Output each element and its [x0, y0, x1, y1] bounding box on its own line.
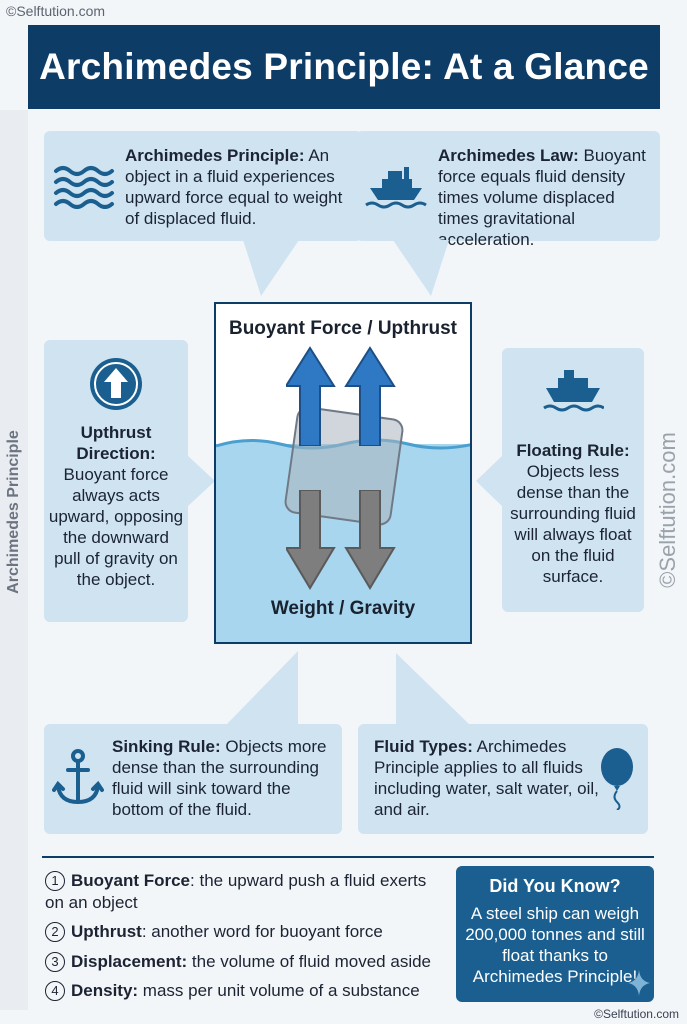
ship-icon	[543, 370, 604, 412]
side-watermark-right: ©Selftution.com	[655, 432, 680, 588]
callout-direction-pointer	[187, 455, 215, 507]
callout-principle: Archimedes Principle: An object in a flu…	[44, 131, 362, 241]
callout-floating-body: Objects less dense than the surrounding …	[510, 462, 636, 586]
sparkle-icon	[628, 970, 650, 996]
balloon-icon	[601, 748, 633, 810]
callout-floating: Floating Rule: Objects less dense than t…	[502, 348, 644, 612]
buoyant-force-label: Buoyant Force / Upthrust	[228, 318, 457, 339]
weight-label: Weight / Gravity	[270, 598, 416, 619]
side-label-left: Archimedes Principle	[5, 430, 22, 594]
callout-principle-body: An object in a fluid experiences upward …	[125, 146, 343, 228]
callout-direction-body: Buoyant force always acts upward, opposi…	[48, 465, 184, 589]
callout-floating-pointer	[476, 455, 503, 507]
callout-principle-pointer	[243, 240, 299, 296]
callout-sinking-pointer	[226, 651, 298, 725]
callout-fluids-pointer	[396, 653, 470, 725]
callout-floating-title: Floating Rule:	[516, 441, 630, 460]
watermark-top: ©Selftution.com	[6, 3, 106, 19]
waves-icon	[54, 166, 114, 209]
callout-sinking: Sinking Rule: Objects more dense than th…	[44, 724, 342, 834]
ship-icon	[365, 167, 427, 209]
glossary-number: 3	[45, 952, 65, 972]
glossary-number: 1	[45, 871, 65, 891]
callout-direction: Upthrust Direction: Buoyant force always…	[44, 340, 188, 622]
glossary-item: 4 Density: mass per unit volume of a subs…	[45, 980, 420, 1002]
callout-law-body: Buoyant force equals fluid density times…	[438, 146, 646, 249]
callout-law-pointer	[393, 240, 449, 296]
callout-sinking-title: Sinking Rule:	[112, 737, 221, 756]
section-divider	[42, 856, 654, 858]
glossary-term: Displacement:	[71, 952, 188, 971]
weight-arrows	[286, 490, 396, 590]
callout-principle-title: Archimedes Principle:	[125, 146, 305, 165]
watermark-bottom: ©Selftution.com	[594, 1007, 679, 1021]
glossary-term: Density:	[71, 981, 139, 1000]
glossary-number: 2	[45, 922, 65, 942]
glossary-number: 4	[45, 981, 65, 1001]
buoyant-force-arrows	[286, 346, 396, 446]
glossary-definition: mass per unit volume of a substance	[138, 981, 420, 1000]
up-arrow-circle-icon	[90, 358, 142, 410]
did-you-know-title: Did You Know?	[489, 876, 621, 896]
side-bar-left	[0, 110, 28, 1010]
glossary-item: 2 Upthrust: another word for buoyant forc…	[45, 921, 383, 943]
glossary-item: 1 Buoyant Force: the upward push a fluid …	[45, 870, 445, 914]
glossary-definition: : the upward push a fluid exerts on an o…	[45, 871, 427, 912]
glossary-definition: : another word for buoyant force	[141, 922, 383, 941]
callout-fluids: Fluid Types: Archimedes Principle applie…	[358, 724, 648, 834]
callout-sinking-body: Objects more dense than the surrounding …	[112, 737, 327, 819]
callout-direction-title: Upthrust Direction:	[76, 423, 156, 463]
callout-law-title: Archimedes Law:	[438, 146, 579, 165]
header-banner: Archimedes Principle: At a Glance	[28, 25, 660, 109]
glossary-definition: the volume of fluid moved aside	[187, 952, 432, 971]
page-title: Archimedes Principle: At a Glance	[39, 46, 649, 87]
glossary-item: 3 Displacement: the volume of fluid moved…	[45, 951, 431, 973]
anchor-icon	[52, 749, 104, 805]
callout-fluids-body: Archimedes Principle applies to all flui…	[374, 737, 599, 819]
did-you-know-body: A steel ship can weigh 200,000 tonnes an…	[465, 904, 645, 986]
glossary-term: Upthrust	[71, 922, 142, 941]
callout-law: Archimedes Law: Buoyant force equals flu…	[356, 131, 660, 249]
callout-fluids-title: Fluid Types:	[374, 737, 473, 756]
glossary-term: Buoyant Force	[71, 871, 191, 890]
did-you-know-box: Did You Know? A steel ship can weigh 200…	[456, 866, 654, 1002]
buoyancy-diagram: Buoyant Force / Upthrust Weight / Gravit…	[214, 302, 472, 644]
